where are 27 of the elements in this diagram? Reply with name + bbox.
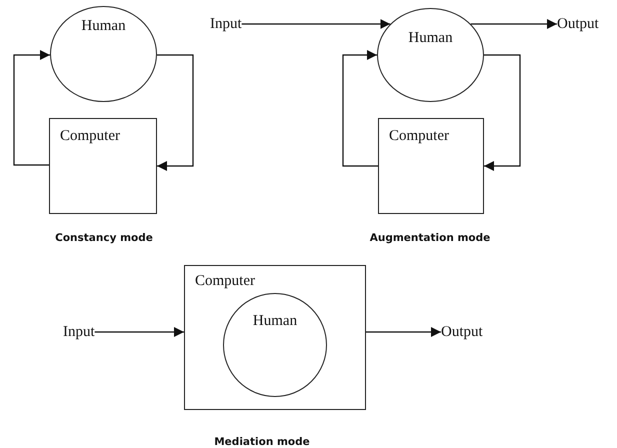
node-label: Computer xyxy=(60,127,120,145)
arrow xyxy=(342,50,378,167)
node-label: Human xyxy=(81,17,126,35)
arrow xyxy=(242,19,390,29)
mode-caption: Mediation mode xyxy=(214,436,310,448)
human-ellipse xyxy=(223,293,327,397)
arrow xyxy=(470,19,557,29)
arrow xyxy=(484,54,521,171)
human-ellipse xyxy=(377,8,484,102)
computer-box xyxy=(49,118,157,214)
computer-box xyxy=(378,118,484,214)
io-label: Input xyxy=(63,323,95,341)
arrow xyxy=(94,327,184,337)
arrow xyxy=(13,50,50,166)
io-label: Input xyxy=(210,15,242,33)
mode-caption: Augmentation mode xyxy=(370,232,490,244)
arrow xyxy=(157,54,194,171)
node-label: Computer xyxy=(195,272,255,290)
arrow xyxy=(366,327,441,337)
node-label: Computer xyxy=(389,127,449,145)
node-label: Human xyxy=(252,312,298,330)
mode-caption: Constancy mode xyxy=(55,232,153,244)
computer-box xyxy=(184,265,366,410)
node-label: Human xyxy=(408,29,453,47)
io-label: Output xyxy=(441,323,483,341)
io-label: Output xyxy=(557,15,599,33)
human-ellipse xyxy=(50,6,157,102)
